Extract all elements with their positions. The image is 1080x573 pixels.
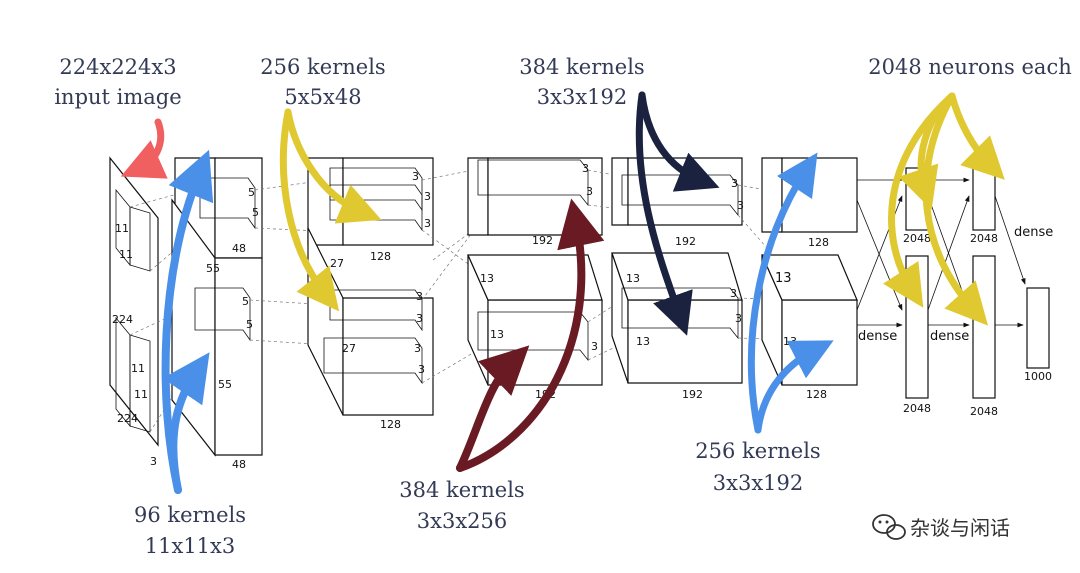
input-label-11a: 11 xyxy=(115,222,129,235)
c4-label-13b: 13 xyxy=(636,335,650,348)
ann-fc-line1: 2048 neurons each xyxy=(868,55,1072,79)
c3-label-13b: 13 xyxy=(490,328,504,341)
input-image: 11 11 224 11 11 224 3 xyxy=(109,156,159,468)
c2-label-3b: 3 xyxy=(424,190,431,203)
c2-label-3g: 3 xyxy=(418,363,425,376)
c5-label-13a: 13 xyxy=(775,271,792,286)
c5-label-128b: 128 xyxy=(806,388,827,401)
annotation-arrows xyxy=(120,91,1005,494)
ann-conv2-line2: 5x5x48 xyxy=(284,85,361,109)
c1-label-48a: 48 xyxy=(232,242,246,255)
c3-label-13a: 13 xyxy=(480,272,494,285)
input-label-11d: 11 xyxy=(134,388,148,401)
wechat-icon xyxy=(872,514,906,540)
c4-label-3c: 3 xyxy=(730,287,737,300)
conv4-layer: 3 3 192 13 13 3 3 192 xyxy=(611,157,744,401)
c3-label-192a: 192 xyxy=(532,234,553,247)
fc-label-dense3: dense xyxy=(1014,225,1053,240)
c4-label-13a: 13 xyxy=(626,272,640,285)
c3-label-3c: 3 xyxy=(591,340,598,353)
c4-label-3d: 3 xyxy=(735,312,742,325)
ann-conv1-line1: 96 kernels xyxy=(134,503,246,527)
c4-label-3a: 3 xyxy=(731,177,738,190)
ann-conv2-line1: 256 kernels xyxy=(260,55,385,79)
c4-label-192b: 192 xyxy=(682,388,703,401)
input-label-11c: 11 xyxy=(131,362,145,375)
input-label-224: 224 xyxy=(112,313,133,326)
c4-label-192a: 192 xyxy=(675,235,696,248)
watermark-text: 杂谈与闲话 xyxy=(910,516,1010,540)
c2-label-3d: 3 xyxy=(416,290,423,303)
c1-label-5c: 5 xyxy=(242,295,249,308)
c1-label-5d: 5 xyxy=(246,318,253,331)
c1-label-55a: 55 xyxy=(206,262,220,275)
c2-label-128b: 128 xyxy=(380,418,401,431)
c3-label-3a: 3 xyxy=(582,162,589,175)
fc-label-2048a: 2048 xyxy=(903,232,931,245)
annotation-text: 224x224x3 input image 256 kernels 5x5x48… xyxy=(54,55,1071,558)
conv5-layer: 128 13 13 128 xyxy=(761,157,858,401)
c5-label-128a: 128 xyxy=(808,236,829,249)
ann-input-line1: 224x224x3 xyxy=(59,55,176,79)
c1-label-48b: 48 xyxy=(232,458,246,471)
fc-label-2048b: 2048 xyxy=(970,232,998,245)
c1-label-5a: 5 xyxy=(248,186,255,199)
c2-label-3e: 3 xyxy=(416,312,423,325)
ann-input-line2: input image xyxy=(54,85,181,109)
c5-label-13b: 13 xyxy=(783,335,797,348)
c4-label-3b: 3 xyxy=(737,199,744,212)
fc-label-dense1: dense xyxy=(858,329,897,344)
c2-label-3f: 3 xyxy=(414,342,421,355)
c2-label-128a: 128 xyxy=(370,250,391,263)
ann-conv5-line1: 256 kernels xyxy=(695,439,820,463)
input-label-3: 3 xyxy=(150,455,157,468)
ann-conv5-line2: 3x3x192 xyxy=(713,471,804,495)
fc-layers: 2048 2048 2048 2048 dense dense dense 10… xyxy=(856,167,1053,418)
c1-label-55b: 55 xyxy=(218,378,232,391)
fc-label-2048d: 2048 xyxy=(970,405,998,418)
watermark: 杂谈与闲话 xyxy=(872,514,1010,540)
c2-label-3a: 3 xyxy=(412,170,419,183)
c3-label-3b: 3 xyxy=(586,185,593,198)
ann-conv3-line2: 3x3x256 xyxy=(417,509,508,533)
ann-conv1-line2: 11x11x3 xyxy=(145,534,236,558)
input-label-11b: 11 xyxy=(119,248,133,261)
ann-conv4-line1: 384 kernels xyxy=(519,55,644,79)
c2-label-27a: 27 xyxy=(330,257,344,270)
conv2-layer: 3 3 3 128 27 3 3 27 3 3 128 xyxy=(307,157,434,431)
input-label-224b: 224 xyxy=(117,412,138,425)
fc-label-2048c: 2048 xyxy=(903,402,931,415)
fc-label-dense2: dense xyxy=(930,329,969,344)
fc-label-1000: 1000 xyxy=(1024,370,1052,383)
ann-conv3-line1: 384 kernels xyxy=(399,478,524,502)
ann-conv4-line2: 3x3x192 xyxy=(537,85,628,109)
c1-label-5b: 5 xyxy=(252,206,259,219)
c2-label-3c: 3 xyxy=(424,217,431,230)
c2-label-27b: 27 xyxy=(342,342,356,355)
